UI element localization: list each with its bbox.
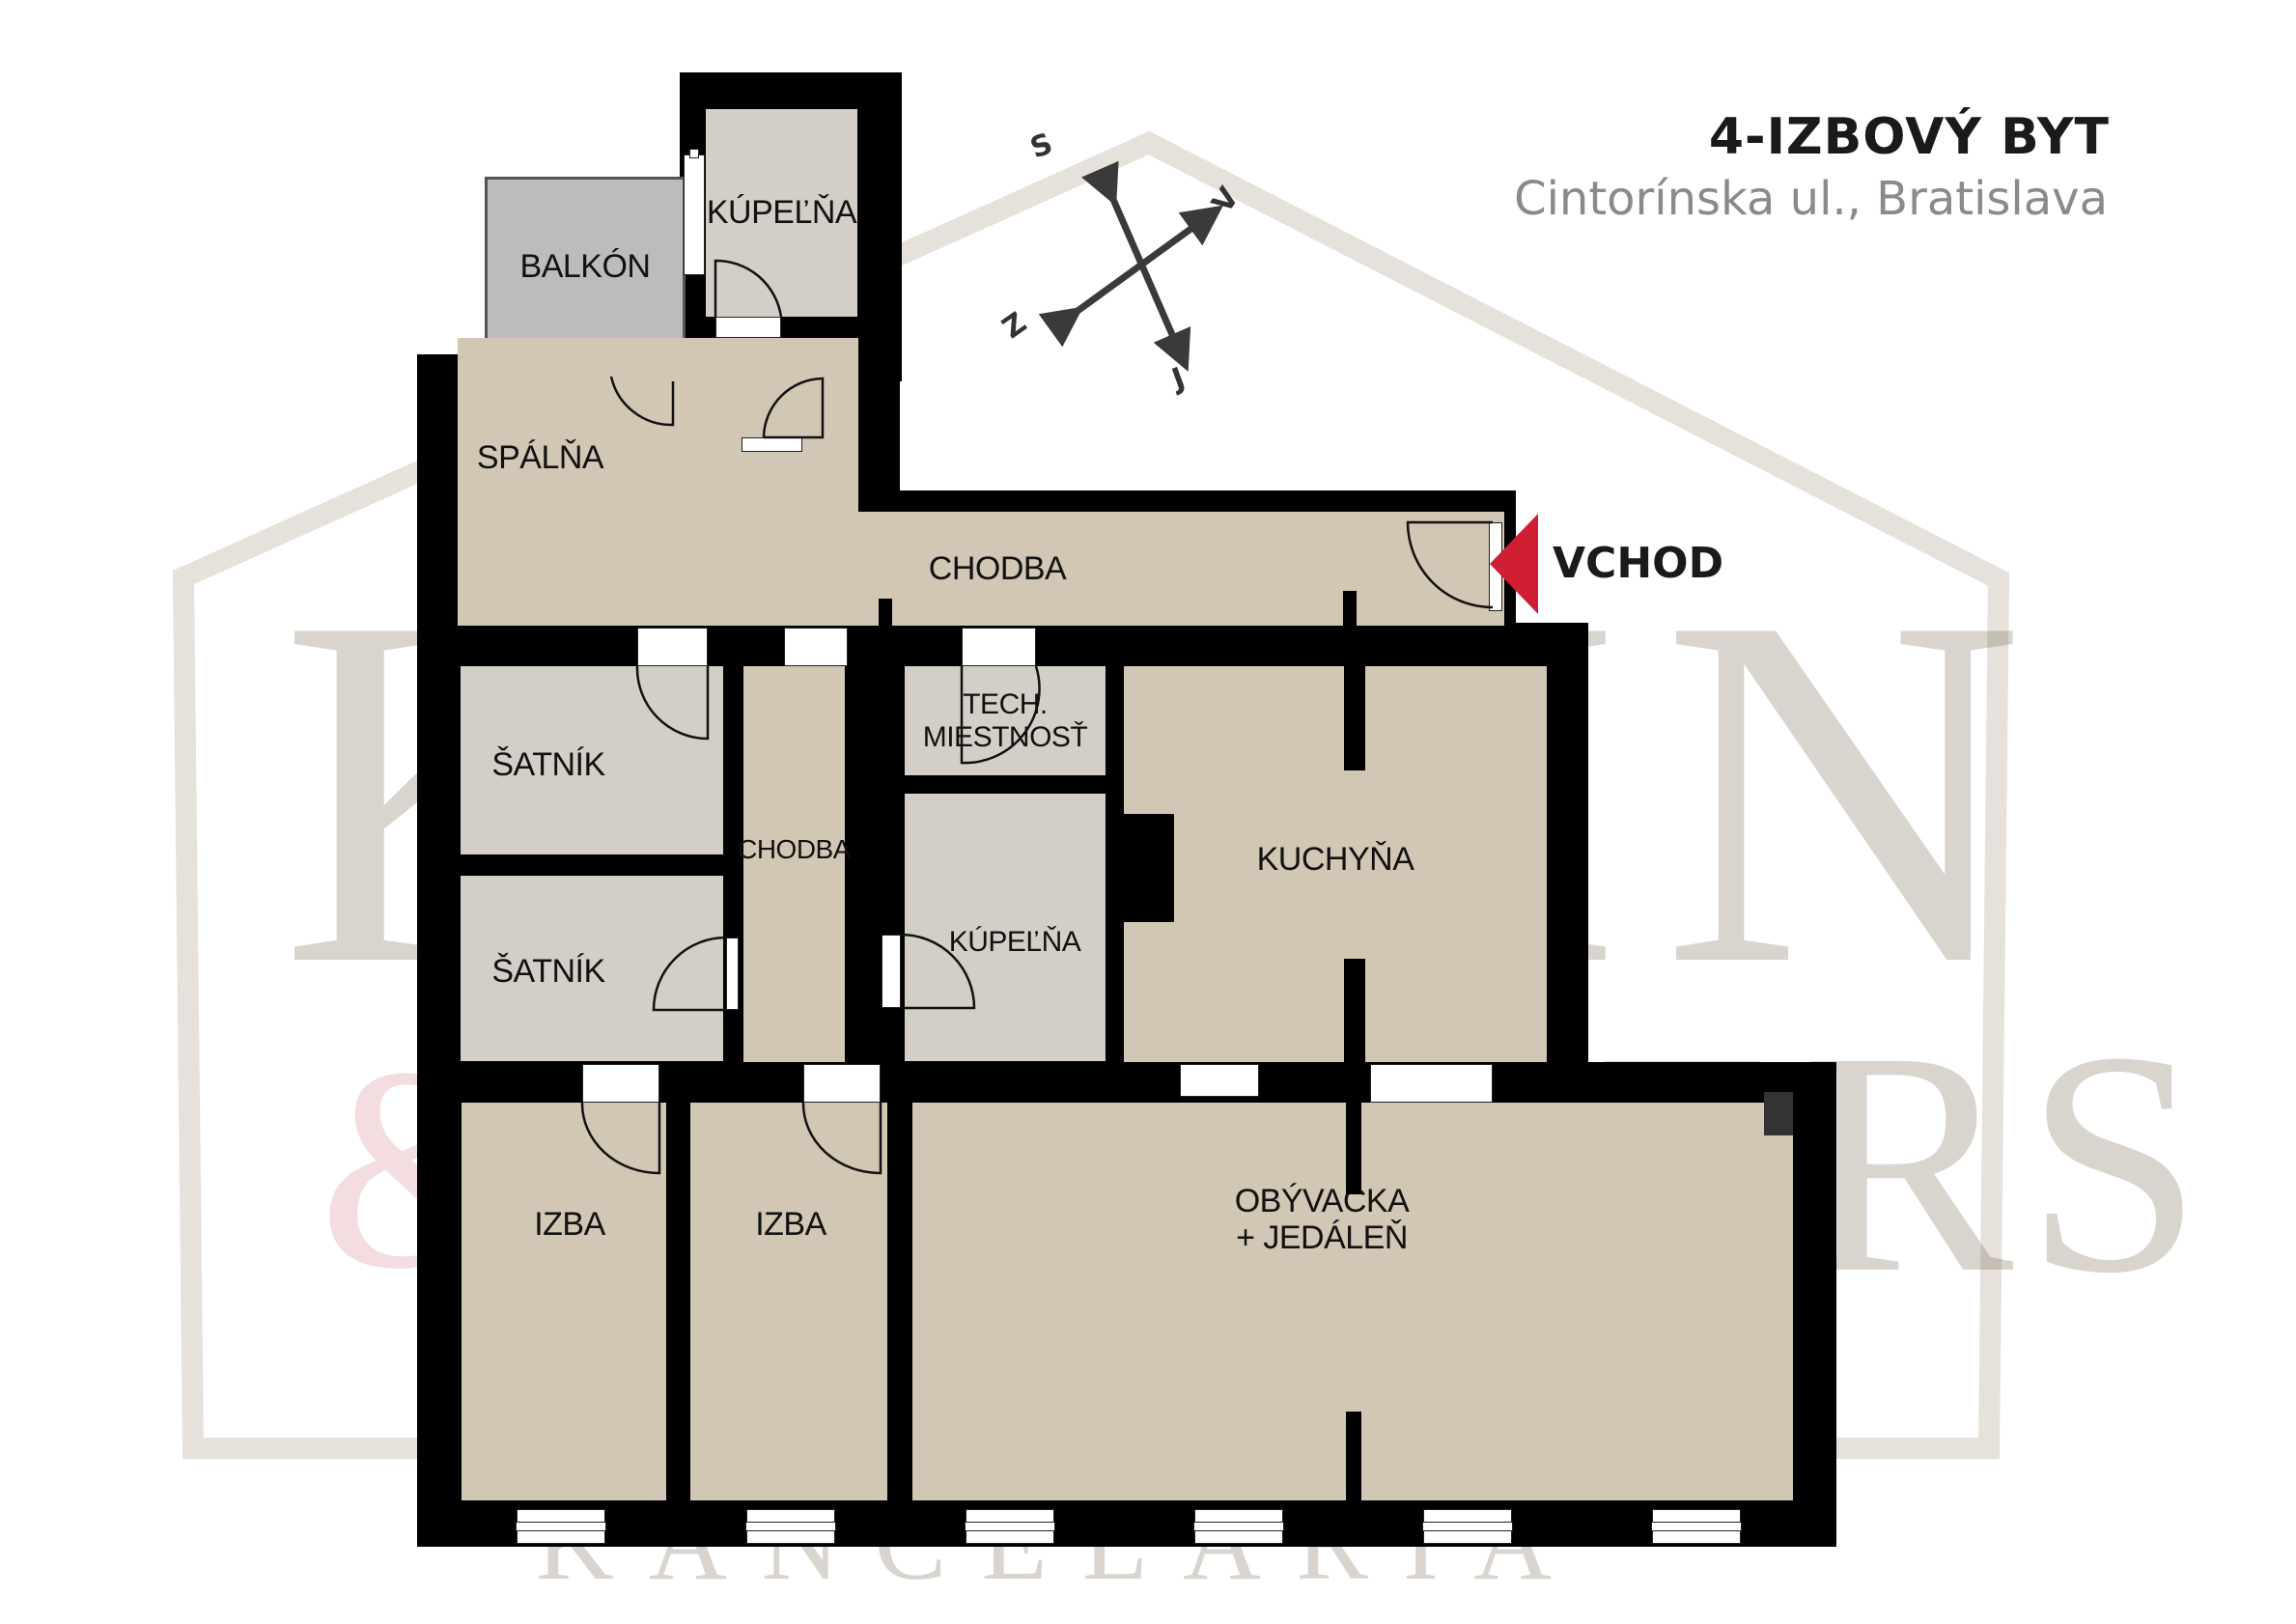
living-partition-top — [1346, 1103, 1361, 1194]
wardrobe-1-door[interactable] — [637, 628, 708, 666]
living-label-line2: + JEDÁLEŇ — [1236, 1219, 1408, 1256]
room-izba-2[interactable]: IZBA — [690, 1103, 887, 1500]
room-kitchen[interactable]: KUCHYŇA — [1124, 666, 1547, 1062]
bathroom-top-door[interactable] — [715, 317, 781, 338]
wall-stub — [879, 599, 892, 628]
window-living-2 — [1193, 1509, 1284, 1544]
hallway-inner-door[interactable] — [784, 628, 848, 666]
kitchen-pass-opening-1[interactable] — [1180, 1064, 1259, 1097]
kitchen-pass-opening-2[interactable] — [1370, 1064, 1493, 1103]
living-column — [1764, 1092, 1793, 1135]
window-living-4 — [1651, 1509, 1742, 1544]
entrance-label: VCHOD — [1553, 539, 1724, 588]
bathroom-window — [684, 149, 705, 275]
room-hallway-main[interactable]: CHODBA — [732, 512, 1504, 626]
kitchen-partition-top — [1344, 626, 1365, 770]
entrance-arrow-icon — [1490, 514, 1538, 614]
room-label: SPÁLŇA — [476, 438, 604, 476]
compass: S V Z J — [996, 126, 1274, 396]
room-tech[interactable]: TECH. MIESTNOSŤ — [905, 666, 1106, 775]
room-label: OBÝVAČKA + JEDÁLEŇ — [1235, 1183, 1410, 1256]
window-living-3 — [1422, 1509, 1513, 1544]
wall-stub — [1343, 591, 1357, 626]
page-title: 4-IZBOVÝ BYT — [1708, 108, 2110, 166]
living-label-line1: OBÝVAČKA — [1234, 1182, 1410, 1219]
room-label: IZBA — [534, 1205, 605, 1243]
window-izba-2 — [745, 1509, 836, 1544]
room-izba-1[interactable]: IZBA — [462, 1103, 666, 1500]
window-izba-1 — [516, 1509, 606, 1544]
izba-2-door[interactable] — [803, 1064, 881, 1103]
bedroom-door[interactable] — [742, 437, 802, 452]
room-label: CHODBA — [738, 834, 851, 865]
bathroom-mid-door[interactable] — [882, 935, 901, 1008]
room-label: CHODBA — [928, 549, 1067, 587]
room-label: KÚPEĽŇA — [948, 925, 1081, 958]
kitchen-chimney — [1124, 814, 1174, 922]
room-label: KÚPEĽŇA — [706, 194, 857, 232]
room-label: KUCHYŇA — [1256, 840, 1414, 878]
tech-label-line2: MIESTNOSŤ — [922, 720, 1088, 753]
room-label: IZBA — [755, 1205, 826, 1243]
room-wardrobe-2[interactable]: ŠATNÍK — [461, 876, 723, 1061]
room-label: BALKÓN — [519, 248, 651, 286]
room-bathroom-top[interactable]: KÚPEĽŇA — [706, 109, 857, 317]
room-label: ŠATNÍK — [491, 952, 605, 990]
room-bathroom-mid[interactable]: KÚPEĽŇA — [905, 794, 1106, 1061]
living-partition-bottom — [1346, 1412, 1361, 1500]
room-hallway-inner[interactable]: CHODBA — [738, 666, 851, 1062]
address-subtitle: Cintorínska ul., Bratislava — [1514, 172, 2108, 226]
izba-1-door[interactable] — [582, 1064, 659, 1103]
kitchen-partition-bottom — [1344, 959, 1365, 1065]
tech-label-line1: TECH. — [963, 687, 1048, 720]
room-wardrobe-1[interactable]: ŠATNÍK — [461, 666, 723, 854]
compass-arrows-icon — [1038, 160, 1224, 372]
wardrobe-2-door[interactable] — [726, 938, 739, 1010]
room-label: ŠATNÍK — [491, 746, 605, 784]
window-living-1 — [965, 1509, 1055, 1544]
room-label: TECH. MIESTNOSŤ — [923, 688, 1088, 753]
tech-door[interactable] — [962, 628, 1036, 666]
room-balcony[interactable]: BALKÓN — [485, 177, 686, 357]
